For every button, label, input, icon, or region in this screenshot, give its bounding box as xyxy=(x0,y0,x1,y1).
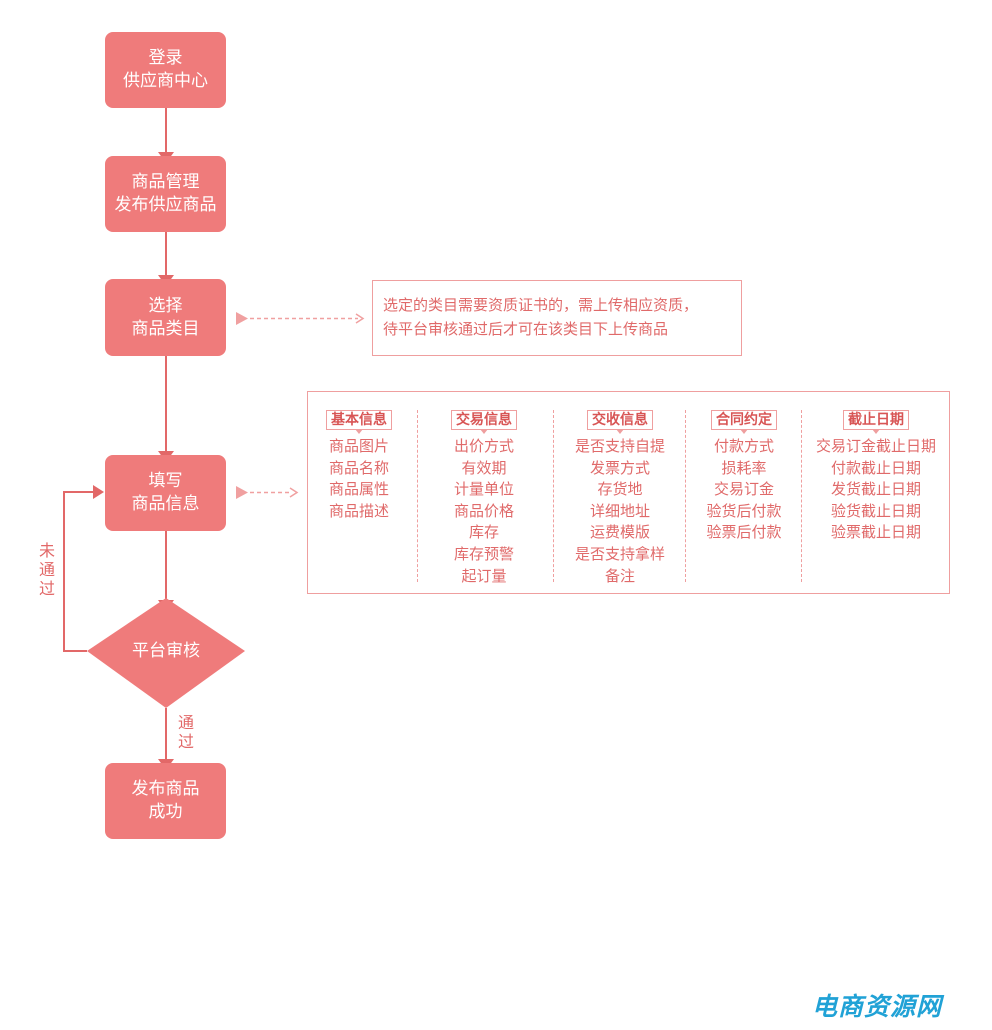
column-contract-terms: 合同约定 付款方式 损耗率 交易订金 验货后付款 验票后付款 xyxy=(696,409,792,544)
list-item: 商品描述 xyxy=(328,501,389,520)
column-title-text: 交收信息 xyxy=(592,412,648,428)
list-item: 商品图片 xyxy=(328,437,389,455)
note-line2: 待平台审核通过后才可在该类目下上传商品 xyxy=(383,320,669,338)
list-item: 有效期 xyxy=(461,458,507,477)
column-divider xyxy=(553,410,554,582)
column-title-text: 交易信息 xyxy=(456,412,512,428)
list-item: 发货截止日期 xyxy=(830,480,921,499)
step-fill-product-info-line2: 商品信息 xyxy=(131,494,200,514)
review-label: 平台审核 xyxy=(132,641,200,661)
step-select-category-line1: 选择 xyxy=(148,295,183,316)
list-item: 起订量 xyxy=(461,566,507,585)
note-line1: 选定的类目需要资质证书的，需上传相应资质， xyxy=(383,296,699,314)
edge-label-fail: 未通过 xyxy=(38,541,55,598)
list-item: 交易订金截止日期 xyxy=(815,437,936,455)
connector-fail-loop xyxy=(63,491,93,652)
list-item: 交易订金 xyxy=(713,480,774,499)
step-product-management: 商品管理 发布供应商品 xyxy=(105,156,226,232)
step-select-category: 选择 商品类目 xyxy=(105,279,226,356)
watermark-logo: 电商资源网 xyxy=(812,992,943,1021)
column-title: 交收信息 xyxy=(587,410,653,434)
list-item: 是否支持自提 xyxy=(574,437,665,455)
list-item: 发票方式 xyxy=(589,458,650,477)
list-item: 损耗率 xyxy=(721,458,767,477)
list-item: 存货地 xyxy=(597,480,643,499)
title-pointer xyxy=(480,429,488,434)
title-pointer xyxy=(355,429,363,434)
list-item: 验货截止日期 xyxy=(830,501,921,520)
list-item: 商品价格 xyxy=(453,501,514,520)
title-pointer xyxy=(872,429,880,434)
list-item: 验票截止日期 xyxy=(830,523,921,542)
list-item: 详细地址 xyxy=(589,501,650,520)
list-item: 商品名称 xyxy=(328,458,389,477)
column-basic-info: 基本信息 商品图片 商品名称 商品属性 商品描述 xyxy=(318,409,400,522)
step-product-management-line1: 商品管理 xyxy=(131,172,200,192)
title-pointer xyxy=(616,429,624,434)
step-login-supplier-center: 登录 供应商中心 xyxy=(105,32,226,108)
step-fill-product-info: 填写 商品信息 xyxy=(105,455,226,531)
column-title: 基本信息 xyxy=(326,410,392,434)
column-deadline: 截止日期 交易订金截止日期 付款截止日期 发货截止日期 验货截止日期 验票截止日… xyxy=(808,409,944,544)
column-title-text: 截止日期 xyxy=(848,412,904,428)
step-login-line2: 供应商中心 xyxy=(123,71,208,91)
column-title-text: 基本信息 xyxy=(331,412,387,428)
column-divider xyxy=(801,410,802,582)
list-item: 备注 xyxy=(604,566,635,585)
column-trade-info: 交易信息 出价方式 有效期 计量单位 商品价格 库存 库存预警 起订量 xyxy=(434,409,534,587)
list-item: 是否支持拿样 xyxy=(574,544,665,563)
list-item: 商品属性 xyxy=(328,480,389,499)
list-item: 库存 xyxy=(468,523,499,542)
dashed-arrow-note xyxy=(236,312,365,325)
review-diamond xyxy=(87,598,245,708)
column-title: 截止日期 xyxy=(843,410,909,434)
step-select-category-line2: 商品类目 xyxy=(131,318,200,339)
arrowhead-loop xyxy=(93,485,104,499)
list-item: 出价方式 xyxy=(453,437,514,455)
column-divider xyxy=(417,410,418,582)
step-fill-product-info-line1: 填写 xyxy=(148,471,183,491)
list-item: 运费模版 xyxy=(589,523,650,542)
column-title-text: 合同约定 xyxy=(716,412,772,428)
edge-label-pass: 通过 xyxy=(177,713,194,751)
dashed-arrow-panel xyxy=(236,486,299,499)
step-publish-success-line2: 成功 xyxy=(148,802,183,822)
list-item: 库存预警 xyxy=(453,544,514,563)
title-pointer xyxy=(740,429,748,434)
step-publish-success: 发布商品 成功 xyxy=(105,763,226,839)
step-publish-success-line1: 发布商品 xyxy=(131,779,200,799)
column-delivery-info: 交收信息 是否支持自提 发票方式 存货地 详细地址 运费模版 是否支持拿样 备注 xyxy=(564,409,676,587)
list-item: 验货后付款 xyxy=(706,501,782,520)
column-title: 交易信息 xyxy=(451,410,517,434)
step-login-line1: 登录 xyxy=(148,48,183,68)
step-product-management-line2: 发布供应商品 xyxy=(114,195,217,215)
column-divider xyxy=(685,410,686,582)
list-item: 付款截止日期 xyxy=(830,458,921,477)
product-info-panel: 基本信息 商品图片 商品名称 商品属性 商品描述 交易信息 出价方式 有效期 计… xyxy=(307,391,950,594)
list-item: 验票后付款 xyxy=(706,523,782,542)
list-item: 计量单位 xyxy=(453,480,514,499)
list-item: 付款方式 xyxy=(713,437,774,455)
qualification-note: 选定的类目需要资质证书的，需上传相应资质， 待平台审核通过后才可在该类目下上传商… xyxy=(372,280,742,356)
column-title: 合同约定 xyxy=(711,410,777,434)
